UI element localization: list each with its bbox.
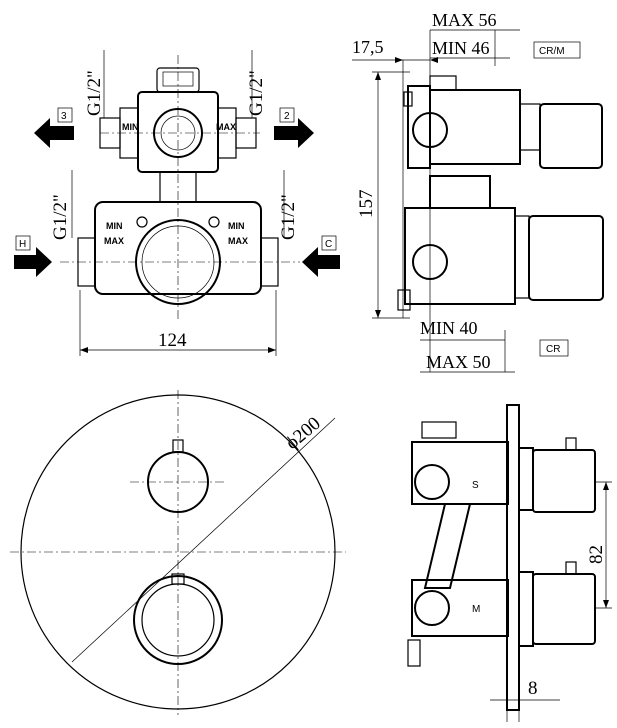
port-arrow-2: 2	[274, 107, 314, 148]
plate-view: ϕ200	[10, 390, 346, 715]
asm-bottom-knob-marker	[565, 561, 577, 575]
label-cr: CR	[546, 344, 560, 355]
dim-124-value: 124	[158, 330, 187, 351]
side-diverter-flange	[407, 85, 431, 169]
dim-max-50: MAX 50	[426, 352, 491, 372]
side-mixer-neck	[429, 175, 491, 209]
side-mixer-body	[404, 207, 516, 305]
thread-bottom-left: G1/2"	[50, 194, 71, 240]
asm-top-port	[414, 464, 450, 500]
diverter-bore-inner	[160, 115, 196, 151]
side-diverter-port	[412, 112, 448, 148]
screw-right	[208, 216, 220, 228]
mixer-max-right: MAX	[228, 236, 248, 246]
dim-157-value: 157	[356, 190, 377, 219]
port-label-3: 3	[61, 111, 67, 122]
label-crm-box	[533, 41, 581, 59]
asm-bottom-clip	[407, 639, 421, 667]
side-mixer-stem	[514, 215, 530, 299]
thermostat-knob	[133, 575, 223, 665]
thread-top-left: G1/2"	[84, 70, 105, 116]
dim-max-56: MAX 56	[432, 10, 497, 30]
diverter-bore	[153, 108, 203, 158]
side-diverter-clip	[403, 91, 413, 107]
top-cap-inner	[162, 71, 194, 87]
assembly-plate	[506, 404, 520, 711]
asm-bottom-knob	[532, 573, 596, 645]
port-label-h: H	[19, 239, 26, 250]
asm-bottom-port	[414, 590, 450, 626]
asm-mark-s: S	[472, 480, 479, 491]
label-crm: CR/M	[539, 46, 565, 57]
side-mixer-knob	[528, 215, 604, 301]
mixer-min-left: MIN	[106, 221, 123, 231]
thermostat-knob-marker	[171, 573, 185, 585]
front-view: MIN MAX MIN MAX MIN MAX G1/2" G1/2" G1/2…	[14, 50, 340, 356]
port-arrow-c: C	[302, 235, 340, 277]
port-label-c: C	[325, 239, 332, 250]
label-cr-box	[539, 339, 569, 357]
asm-top-knob-marker	[565, 437, 577, 451]
side-mixer-clip	[397, 289, 411, 311]
dim-min-40: MIN 40	[420, 318, 478, 338]
diverter-knob-marker	[172, 439, 184, 453]
port-arrow-3: 3	[34, 107, 74, 148]
port-arrow-h: H	[14, 235, 52, 277]
thread-bottom-right: G1/2"	[278, 194, 299, 240]
mixer-bore-inner	[141, 225, 215, 299]
outlet-left	[99, 117, 121, 149]
asm-top-escutcheon	[518, 447, 534, 511]
thread-top-right: G1/2"	[246, 70, 267, 116]
dim-8-value: 8	[528, 678, 538, 699]
port-label-2: 2	[284, 111, 290, 122]
side-diverter-knob	[539, 103, 603, 169]
dim-17-5-value: 17,5	[352, 37, 384, 57]
asm-bottom-escutcheon	[518, 571, 534, 647]
mixer-bore	[135, 219, 221, 305]
dim-82-value: 82	[586, 545, 607, 564]
screw-left	[136, 216, 148, 228]
side-diverter-stem	[519, 103, 541, 151]
dim-min-46: MIN 46	[432, 38, 490, 58]
asm-top-body	[411, 441, 509, 505]
diverter-min-label: MIN	[122, 122, 139, 132]
side-diverter-cap	[429, 75, 457, 91]
asm-mark-m: M	[472, 604, 480, 615]
outlet-right	[235, 117, 257, 149]
diverter-max-label: MAX	[216, 122, 236, 132]
mixer-max-left: MAX	[104, 236, 124, 246]
asm-top-knob	[532, 449, 596, 513]
inlet-right-stub	[260, 237, 279, 287]
inlet-left-stub	[77, 237, 96, 287]
mixer-min-right: MIN	[228, 221, 245, 231]
asm-connector	[423, 503, 472, 589]
asm-top-cap	[421, 421, 457, 439]
side-view: 157 17,5 MAX 56 MIN 46 CR/M MIN 40 MAX 5…	[352, 10, 604, 373]
side-mixer-port	[412, 244, 448, 280]
diameter-line	[71, 417, 336, 663]
assembly-view: S M 82 8	[407, 404, 612, 722]
side-diverter-body	[429, 89, 521, 165]
asm-bottom-body	[411, 579, 509, 637]
